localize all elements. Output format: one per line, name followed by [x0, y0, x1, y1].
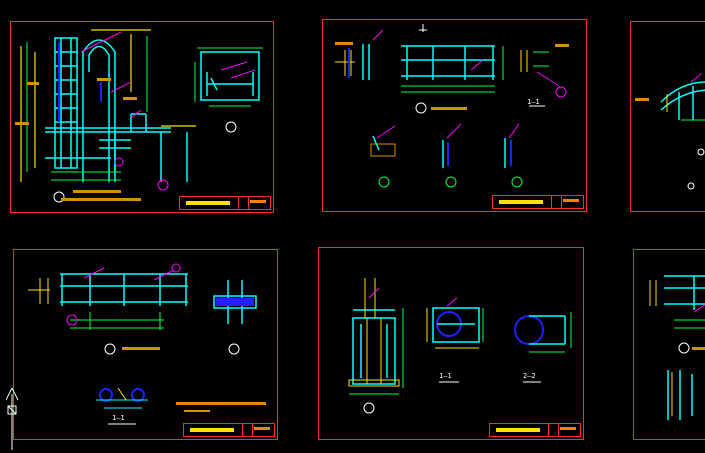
sheet-3-drawing	[635, 73, 705, 190]
ucs-axis-icon	[6, 387, 19, 450]
drawing-sheet-2[interactable]: 1—1 sheet-2	[322, 19, 587, 212]
sheet-4-section-label: 1—1	[112, 414, 125, 422]
drawing-sheet-4[interactable]: 1—1 sheet-4	[13, 249, 278, 440]
sheet-1-title-block	[179, 196, 271, 210]
sheet-5-title-block	[489, 423, 581, 437]
sheet-4-title-block	[183, 423, 275, 437]
drawing-sheet-6[interactable]: sheet-6	[633, 249, 705, 440]
drawing-sheet-5[interactable]: 1—1 2—2 sheet-5	[318, 247, 584, 440]
sheet-2-drawing: 1—1	[335, 24, 569, 188]
drawing-sheet-3[interactable]: sheet-3	[630, 21, 705, 212]
sheet-2-section-label: 1—1	[527, 98, 540, 106]
sheet-5-section-label-2: 2—2	[523, 372, 536, 380]
sheet-5-drawing: 1—1 2—2	[348, 278, 572, 414]
sheet-5-section-label-1: 1—1	[439, 372, 452, 380]
sheet-4-drawing: 1—1	[28, 263, 266, 425]
title-block-title-bar	[186, 201, 230, 205]
sheet-1-drawing	[15, 29, 263, 203]
sheet-6-drawing	[649, 275, 705, 420]
drawing-sheet-1[interactable]: sheet-1	[10, 21, 274, 213]
sheet-2-title-block	[492, 195, 584, 209]
